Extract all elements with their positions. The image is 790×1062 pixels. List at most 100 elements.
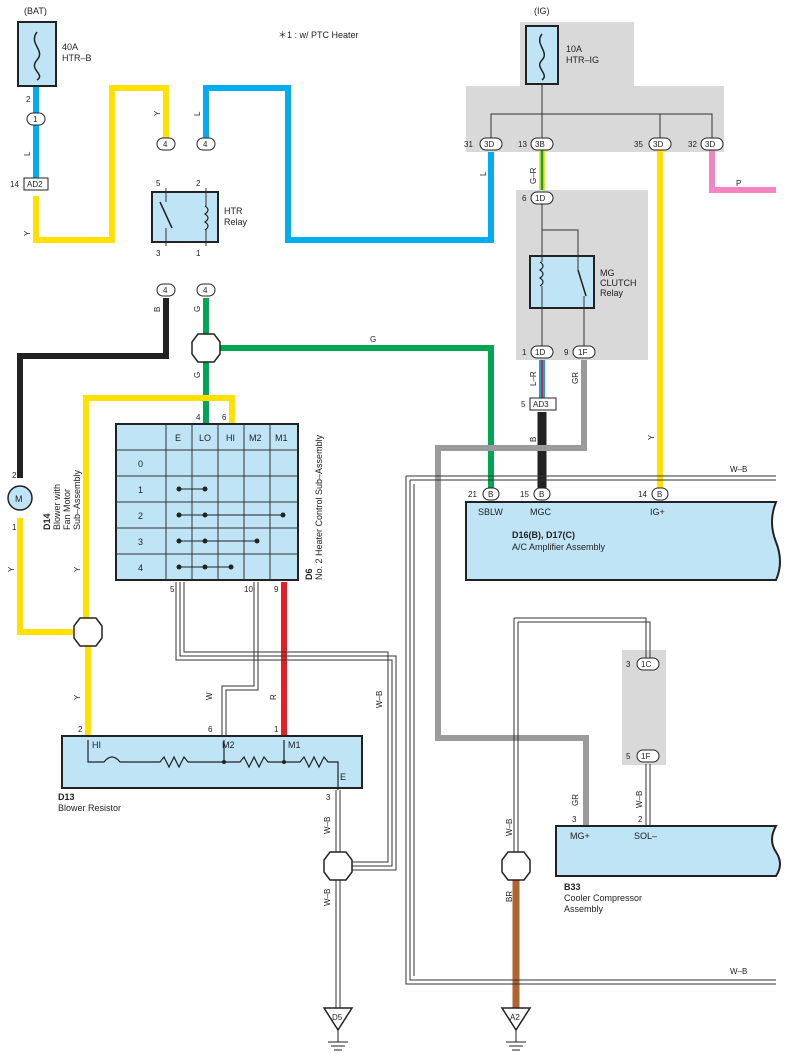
svg-text:14: 14 bbox=[10, 180, 19, 189]
switch-grid bbox=[116, 424, 298, 580]
htr-relay-coil bbox=[203, 205, 209, 231]
mg-relay-box bbox=[529, 255, 595, 309]
htr-pin-5: 5 bbox=[156, 179, 161, 188]
svg-text:AD3: AD3 bbox=[533, 400, 549, 409]
ig-fuse-box bbox=[525, 25, 559, 85]
ig-fuse-rating: 10A bbox=[566, 44, 582, 54]
svg-text:3D: 3D bbox=[484, 140, 494, 149]
motor-line3: Sub–Assembly bbox=[72, 469, 82, 530]
svg-text:W–B: W–B bbox=[635, 791, 644, 808]
comp-pin-2: 2 bbox=[638, 815, 643, 824]
svg-text:3: 3 bbox=[626, 660, 631, 669]
svg-text:14: 14 bbox=[638, 490, 647, 499]
svg-text:GR: GR bbox=[571, 794, 580, 806]
svg-text:W–B: W–B bbox=[323, 889, 332, 906]
compressor-name2: Assembly bbox=[564, 904, 604, 914]
svg-text:M1: M1 bbox=[275, 433, 288, 443]
svg-text:A2: A2 bbox=[510, 1013, 520, 1022]
svg-text:4: 4 bbox=[138, 563, 143, 573]
mg-relay-sub2: Relay bbox=[600, 288, 624, 298]
amp-term-sblw: SBLW bbox=[478, 507, 503, 517]
svg-text:G: G bbox=[370, 335, 376, 344]
switch-pin-10: 10 bbox=[244, 585, 253, 594]
comp-term-mg: MG+ bbox=[570, 831, 590, 841]
mg-relay-switch bbox=[577, 269, 587, 297]
svg-text:B: B bbox=[488, 490, 493, 499]
res-pin-2: 2 bbox=[78, 725, 83, 734]
svg-text:1: 1 bbox=[138, 485, 143, 495]
svg-text:W: W bbox=[205, 692, 214, 700]
wire-p bbox=[709, 150, 776, 193]
resistor-circuit bbox=[87, 740, 339, 790]
amp-term-mgc: MGC bbox=[530, 507, 551, 517]
switch-pin-6: 6 bbox=[222, 413, 227, 422]
res-pin-1: 1 bbox=[274, 725, 279, 734]
connector-pills: 1 2 AD2 14 4 4 4 4 3D 31 3B 13 3D 35 3D … bbox=[10, 95, 724, 763]
res-term-m2: M2 bbox=[222, 740, 235, 750]
res-term-e: E bbox=[340, 772, 346, 782]
svg-text:LO: LO bbox=[199, 433, 211, 443]
compressor-id: B33 bbox=[564, 882, 581, 892]
svg-text:G–R: G–R bbox=[529, 167, 538, 184]
svg-text:Y: Y bbox=[23, 230, 32, 236]
svg-text:1D: 1D bbox=[535, 348, 545, 357]
svg-text:B: B bbox=[657, 490, 662, 499]
svg-text:GR: GR bbox=[571, 372, 580, 384]
svg-text:1C: 1C bbox=[641, 660, 651, 669]
switch-contacts bbox=[176, 486, 286, 570]
svg-text:Y: Y bbox=[647, 434, 656, 440]
res-pin-3: 3 bbox=[326, 793, 331, 802]
ground-d5: D5 bbox=[322, 1007, 354, 1051]
svg-text:3D: 3D bbox=[653, 140, 663, 149]
svg-text:4: 4 bbox=[203, 286, 208, 295]
svg-text:13: 13 bbox=[518, 140, 527, 149]
htr-relay-name: HTR bbox=[224, 206, 243, 216]
htr-pin-3: 3 bbox=[156, 249, 161, 258]
svg-text:6: 6 bbox=[522, 194, 527, 203]
svg-text:1F: 1F bbox=[578, 348, 587, 357]
wire-b-motor bbox=[17, 298, 169, 478]
res-term-hi: HI bbox=[92, 740, 101, 750]
svg-text:G: G bbox=[193, 306, 202, 312]
bat-fuse-icon bbox=[33, 31, 41, 81]
svg-text:4: 4 bbox=[203, 140, 208, 149]
svg-text:32: 32 bbox=[688, 140, 697, 149]
amp-name: A/C Amplifier Assembly bbox=[512, 542, 606, 552]
svg-text:31: 31 bbox=[464, 140, 473, 149]
switch-pin-9: 9 bbox=[274, 585, 279, 594]
switch-pin-5: 5 bbox=[170, 585, 175, 594]
svg-text:1D: 1D bbox=[535, 194, 545, 203]
svg-text:4: 4 bbox=[163, 286, 168, 295]
switch-headers: E LO HI M2 M1 bbox=[175, 433, 288, 443]
motor-line1: Blower with bbox=[52, 484, 62, 530]
svg-text:W–B: W–B bbox=[505, 819, 514, 836]
switch-pin-4: 4 bbox=[196, 413, 201, 422]
svg-text:L: L bbox=[479, 171, 488, 176]
htr-relay-box bbox=[151, 191, 219, 243]
bat-fuse-box bbox=[17, 21, 57, 87]
svg-text:E: E bbox=[175, 433, 181, 443]
svg-text:HI: HI bbox=[226, 433, 235, 443]
switch-rows: 0 1 2 3 4 bbox=[138, 459, 143, 573]
svg-text:AD2: AD2 bbox=[27, 180, 43, 189]
svg-text:P: P bbox=[736, 179, 741, 188]
svg-text:B: B bbox=[529, 437, 538, 442]
svg-text:5: 5 bbox=[626, 752, 631, 761]
ig-label: (IG) bbox=[534, 6, 550, 16]
resistor-id: D13 bbox=[58, 792, 75, 802]
splice-points bbox=[73, 333, 531, 881]
resistor-name: Blower Resistor bbox=[58, 803, 121, 813]
ig-junction-shade bbox=[466, 86, 724, 152]
ig-fuse-name: HTR–IG bbox=[566, 55, 599, 65]
wire-y-switch bbox=[83, 395, 235, 618]
amp-id: D16(B), D17(C) bbox=[512, 530, 575, 540]
svg-text:21: 21 bbox=[468, 490, 477, 499]
svg-text:B: B bbox=[153, 307, 162, 312]
svg-text:L–R: L–R bbox=[529, 371, 538, 386]
motor-line2: Fan Motor bbox=[62, 489, 72, 530]
svg-text:W–B: W–B bbox=[323, 817, 332, 834]
svg-text:2: 2 bbox=[138, 511, 143, 521]
svg-text:3: 3 bbox=[138, 537, 143, 547]
res-term-m1: M1 bbox=[288, 740, 301, 750]
